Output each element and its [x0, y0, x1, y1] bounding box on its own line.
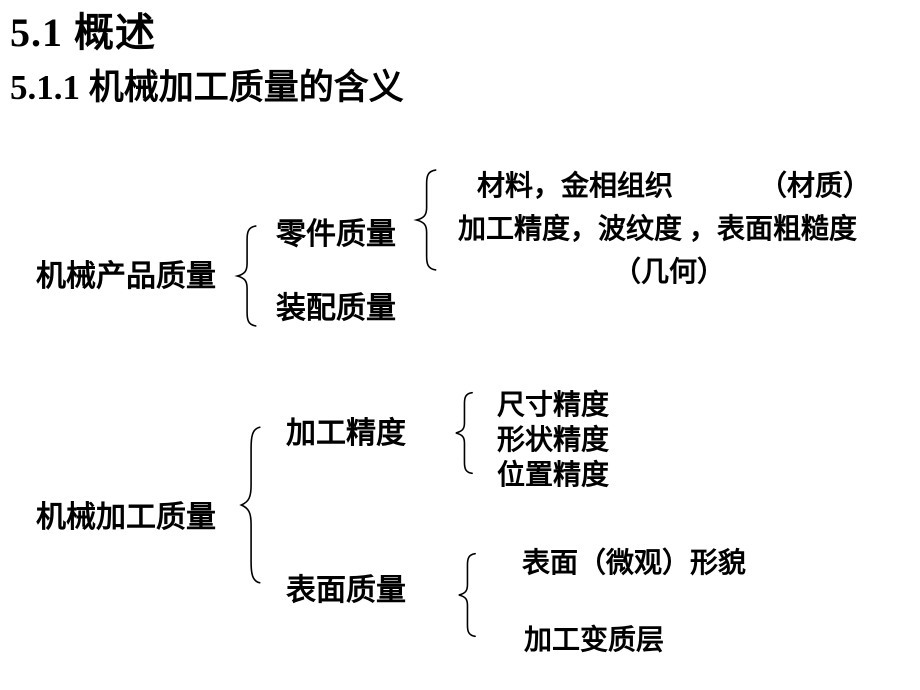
accuracy-item-dimension: 尺寸精度: [497, 390, 610, 421]
node-machining-quality: 机械加工质量: [36, 501, 216, 534]
part-detail-line1: 材料，金相组织 （材质）: [477, 171, 871, 202]
surface-item-morphology: 表面（微观）形貌: [522, 548, 747, 579]
brace-accuracy-icon: [452, 391, 475, 475]
surface-item-altered-layer: 加工变质层: [524, 625, 665, 656]
part-detail-line2: 加工精度，波纹度 ，表面粗糙度: [458, 214, 858, 245]
node-assembly-quality: 装配质量: [276, 292, 396, 325]
node-product-quality: 机械产品质量: [36, 260, 216, 293]
accuracy-item-shape: 形状精度: [497, 425, 610, 456]
accuracy-items-list: 尺寸精度 形状精度 位置精度: [497, 388, 609, 493]
brace-surface-quality-icon: [455, 552, 478, 638]
brace-part-quality-icon: [412, 168, 439, 272]
part-geometry-note: （几何）: [613, 257, 726, 288]
part-material-text: 材料，金相组织: [477, 171, 674, 202]
slide-subtitle: 5.1.1 机械加工质量的含义: [10, 68, 404, 107]
part-material-note: （材质）: [758, 171, 871, 202]
brace-machining-quality-icon: [237, 424, 263, 586]
node-surface-quality: 表面质量: [286, 574, 406, 607]
slide-title: 5.1 概述: [10, 10, 156, 55]
node-accuracy: 加工精度: [286, 417, 406, 450]
brace-product-quality-icon: [233, 224, 259, 328]
accuracy-item-position: 位置精度: [497, 460, 610, 491]
node-part-quality: 零件质量: [276, 218, 396, 251]
